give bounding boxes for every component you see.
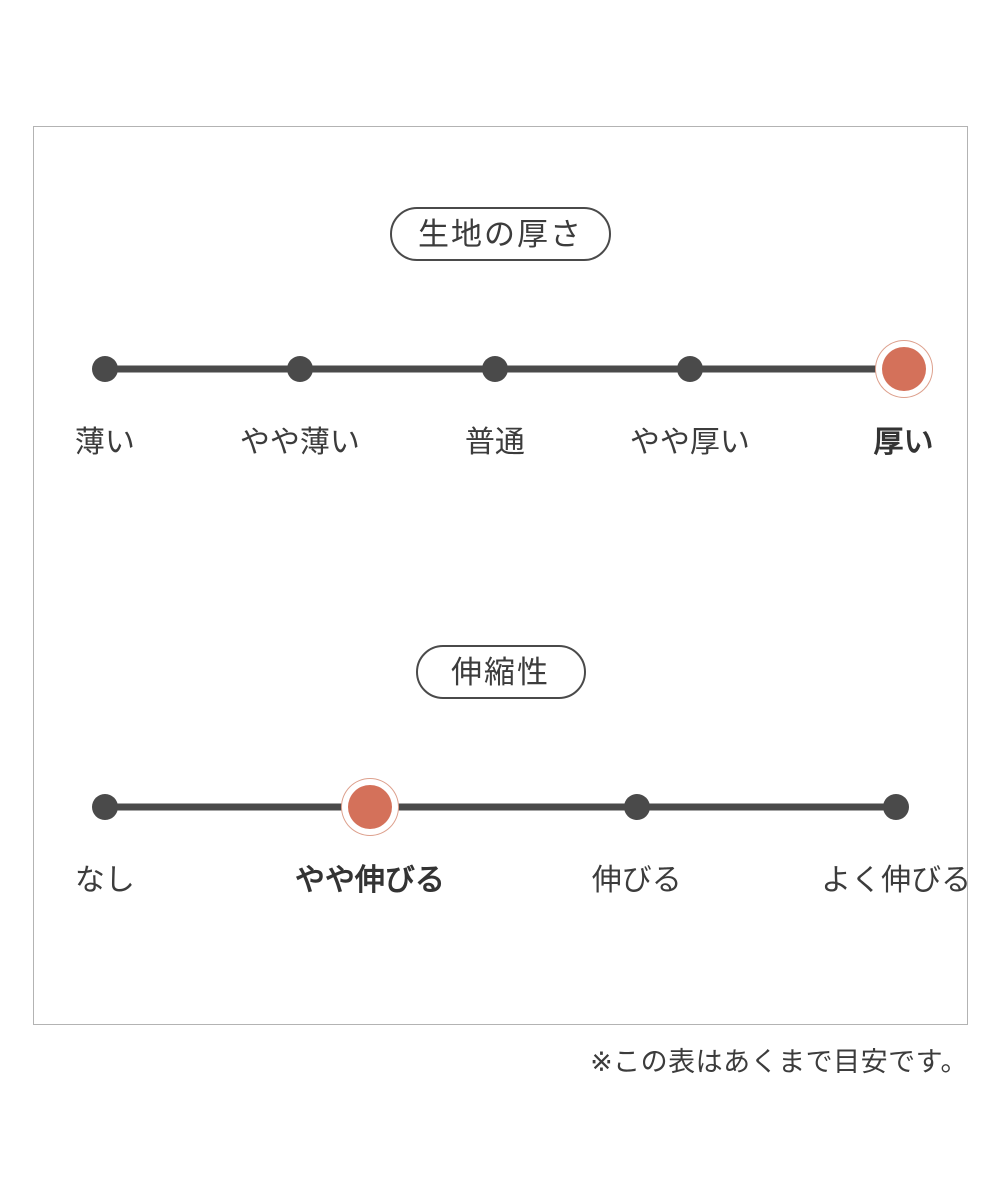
stretch-label-2: 伸びる xyxy=(591,864,682,897)
stretch-dot-1-active[interactable] xyxy=(347,785,392,829)
thickness-label-1: やや薄い xyxy=(239,426,360,459)
stretch-label-1-active: やや伸びる xyxy=(294,864,445,897)
stretch-dot-3[interactable] xyxy=(883,794,910,820)
thickness-scale xyxy=(34,331,967,407)
thickness-title-wrap: 生地の厚さ xyxy=(34,207,967,261)
stretch-dot-0[interactable] xyxy=(91,794,118,820)
stretch-label-3: よく伸びる xyxy=(821,864,972,897)
stretch-title-wrap: 伸縮性 xyxy=(34,645,967,699)
thickness-dot-3[interactable] xyxy=(676,356,703,382)
stretch-label-0: なし xyxy=(74,864,135,897)
thickness-dot-4-active[interactable] xyxy=(881,347,926,391)
fabric-spec-frame: 生地の厚さ 薄い やや薄い 普通 やや厚い 厚い 伸縮性 xyxy=(33,126,971,1025)
stretch-dot-2[interactable] xyxy=(623,794,650,820)
thickness-dot-0[interactable] xyxy=(91,356,118,382)
thickness-title-pill: 生地の厚さ xyxy=(390,207,611,261)
thickness-dot-1[interactable] xyxy=(286,356,313,382)
thickness-labels: 薄い やや薄い 普通 やや厚い 厚い xyxy=(34,423,967,469)
stretch-scale xyxy=(34,769,967,845)
section-stretch: 伸縮性 なし やや伸びる 伸びる よく伸びる xyxy=(34,645,971,907)
stretch-scale-track xyxy=(104,803,897,811)
section-thickness: 生地の厚さ 薄い やや薄い 普通 やや厚い 厚い xyxy=(34,207,967,469)
stretch-labels: なし やや伸びる 伸びる よく伸びる xyxy=(34,861,971,907)
thickness-label-4-active: 厚い xyxy=(873,426,934,459)
thickness-dot-2[interactable] xyxy=(481,356,508,382)
stretch-title-pill: 伸縮性 xyxy=(415,645,586,699)
disclaimer-note: ※この表はあくまで目安です。 xyxy=(590,1047,968,1077)
thickness-label-2: 普通 xyxy=(464,426,525,459)
thickness-label-0: 薄い xyxy=(74,426,135,459)
thickness-label-3: やや厚い xyxy=(629,426,750,459)
